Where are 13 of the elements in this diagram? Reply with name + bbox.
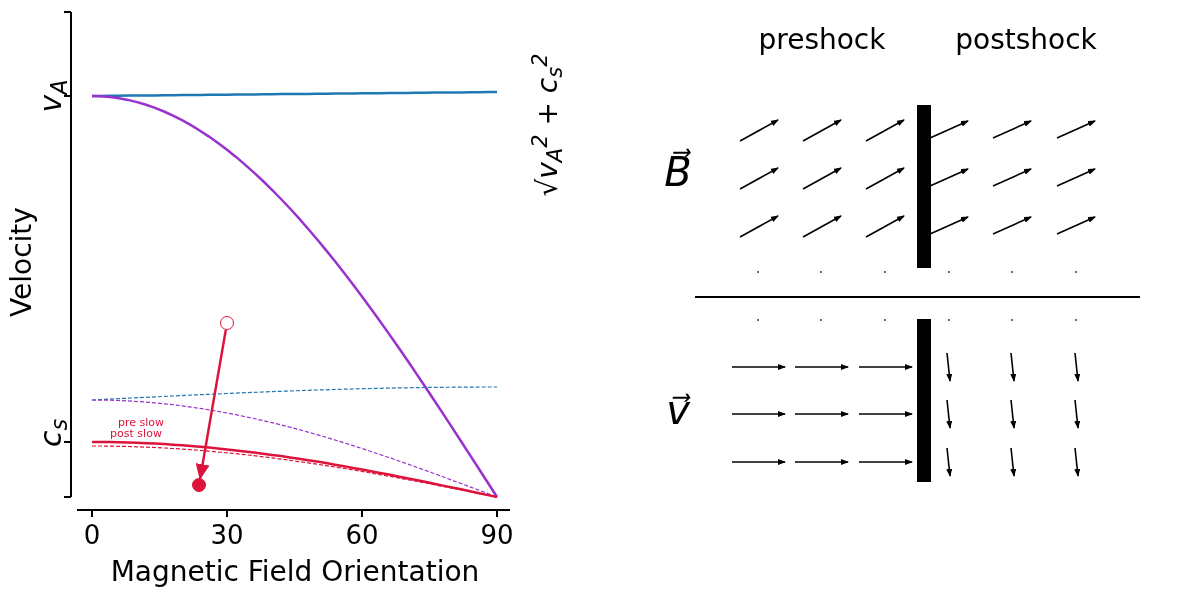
- column-heading: preshock: [758, 22, 886, 58]
- curve-label: pre slow: [118, 416, 164, 428]
- curve-label: post slow: [110, 427, 162, 439]
- tick-label: 90: [480, 518, 514, 552]
- tick-label: 60: [345, 518, 379, 552]
- row-label: v⃗: [666, 386, 690, 435]
- tick-label: 0: [83, 518, 101, 552]
- axis-title: Magnetic Field Orientation: [110, 554, 480, 590]
- axis-title: Velocity: [4, 207, 39, 317]
- column-heading: postshock: [955, 22, 1097, 58]
- tick-label: 30: [210, 518, 244, 552]
- arrow: [195, 329, 228, 481]
- row-label: B⃗: [664, 147, 692, 197]
